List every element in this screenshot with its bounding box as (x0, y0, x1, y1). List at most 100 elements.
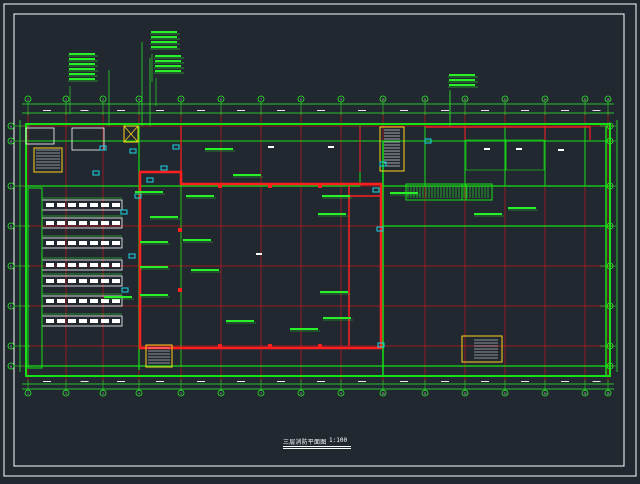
fire-device (268, 344, 272, 348)
dimension-value-mark (592, 381, 601, 382)
fire-hydrant-device (376, 226, 384, 232)
equipment-unit (79, 299, 87, 303)
stair-core (461, 335, 503, 363)
equipment-unit (112, 203, 120, 207)
annotation-text (151, 46, 177, 48)
dimension-value-mark (317, 381, 325, 382)
equipment-unit (68, 203, 76, 207)
axis-bubble-label: 16 (606, 392, 610, 396)
fire-device (218, 344, 222, 348)
dimension-value-mark (156, 381, 164, 382)
outer-frame (3, 3, 637, 477)
dimension-value-mark (80, 381, 89, 382)
dimension-value-mark (400, 110, 408, 111)
equipment-unit (112, 241, 120, 245)
fire-hydrant-device (129, 148, 137, 154)
equipment-unit (68, 221, 76, 225)
annotation-text (69, 58, 95, 60)
dimension-value-mark (481, 110, 489, 111)
annotation-text (69, 68, 95, 70)
service-room (25, 127, 55, 145)
equipment-unit (46, 221, 54, 225)
axis-bubble-label: 8 (300, 98, 302, 102)
equipment-unit (79, 203, 87, 207)
axis-bubble-label: 7 (260, 392, 262, 396)
axis-bubble-label: 11 (423, 98, 427, 102)
axis-bubble-label: 9 (340, 98, 342, 102)
equipment-unit (57, 221, 65, 225)
axis-bubble-label: 1 (27, 98, 29, 102)
annotation-text (318, 213, 346, 215)
room-name (558, 149, 564, 151)
equipment-unit (112, 221, 120, 225)
annotation-text (322, 195, 350, 197)
fire-hydrant-device (172, 144, 180, 150)
annotation-text (104, 296, 132, 298)
annotation-text (183, 239, 211, 241)
annotation-text (69, 78, 95, 80)
axis-bubble-label: 10 (381, 392, 385, 396)
equipment-unit (57, 263, 65, 267)
equipment-unit (90, 319, 98, 323)
dimension-value-mark (197, 381, 205, 382)
dimension-value-mark (441, 110, 449, 111)
dimension-value-mark (43, 110, 51, 111)
annotation-text (140, 294, 168, 296)
equipment-unit (57, 203, 65, 207)
service-room (71, 127, 105, 151)
equipment-unit (79, 263, 87, 267)
annotation-text (155, 55, 181, 57)
axis-bubble-label: 5 (180, 98, 182, 102)
dimension-value-mark (117, 381, 125, 382)
dimension-value-mark (358, 110, 366, 111)
annotation-text (186, 195, 214, 197)
annotation-text (151, 36, 177, 38)
annotation-text (155, 65, 181, 67)
dimension-value-mark (117, 110, 125, 111)
equipment-unit (79, 279, 87, 283)
axis-bubble-label: 13 (503, 392, 507, 396)
axis-bubble-label: 10 (381, 98, 385, 102)
equipment-unit (101, 299, 109, 303)
axis-bubble-label: 6 (220, 98, 222, 102)
equipment-unit (46, 319, 54, 323)
equipment-unit (46, 203, 54, 207)
axis-bubble-label: 4 (138, 392, 140, 396)
equipment-unit (101, 221, 109, 225)
annotation-text (449, 79, 475, 81)
equipment-unit (112, 263, 120, 267)
equipment-unit (90, 263, 98, 267)
fire-device (178, 288, 182, 292)
axis-bubble-label: A (10, 125, 12, 129)
dimension-value-mark (317, 110, 325, 111)
equipment-unit (90, 241, 98, 245)
axis-bubble-label: 14 (543, 392, 547, 396)
axis-bubble-label: 12 (463, 392, 467, 396)
annotation-text (390, 192, 418, 194)
fire-hydrant-device (372, 187, 380, 193)
annotation-text (205, 148, 233, 150)
fire-hydrant-device (377, 342, 385, 348)
inner-frame (13, 13, 625, 467)
room-name (328, 146, 334, 148)
dimension-value-mark (481, 381, 489, 382)
annotation-text (191, 269, 219, 271)
dimension-value-mark (358, 381, 366, 382)
equipment-unit (90, 203, 98, 207)
axis-bubble-label: 14 (543, 98, 547, 102)
annotation-text (508, 207, 536, 209)
annotation-text (151, 41, 177, 43)
equipment-unit (57, 279, 65, 283)
axis-bubble-label: 11 (423, 392, 427, 396)
title-underline (283, 446, 351, 447)
axis-bubble-label: 2 (65, 392, 67, 396)
axis-bubble-label: 3 (102, 392, 104, 396)
annotation-text (69, 63, 95, 65)
fire-device (318, 344, 322, 348)
title-underline (283, 448, 351, 449)
annotation-text (69, 53, 95, 55)
equipment-unit (101, 263, 109, 267)
axis-bubble-label: 4 (138, 98, 140, 102)
drawing-scale: 1:100 (329, 437, 348, 444)
